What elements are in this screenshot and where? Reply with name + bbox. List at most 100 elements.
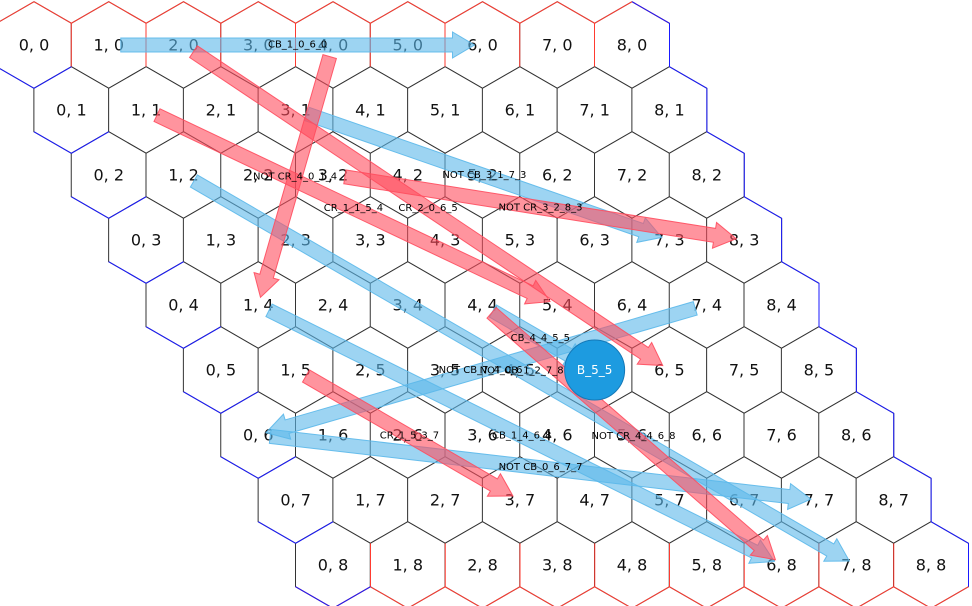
top-edge-red: [557, 1, 595, 24]
right-edge-blue: [669, 66, 708, 89]
hex-label: 2, 4: [318, 296, 349, 315]
arrow-label: CR_1_5_3_7: [380, 431, 439, 442]
hex-label: 6, 4: [617, 296, 648, 315]
bottom-edge-red: [893, 586, 929, 606]
arrow-label: NOT CR_4_4_6_8: [591, 431, 675, 442]
arrow-label: NOT CB_1_2_7_8: [480, 366, 564, 377]
bottom-edge-red: [560, 586, 595, 606]
bottom-edge-red: [410, 586, 446, 606]
right-edge-blue: [818, 326, 857, 349]
hex-label: 7, 0: [542, 36, 573, 55]
bottom-edge-red: [485, 586, 521, 606]
hex-label: 4, 4: [467, 296, 498, 315]
top-edge-red: [0, 1, 35, 22]
hex-label: 4, 6: [542, 426, 573, 445]
hex-label: 8, 7: [878, 491, 909, 510]
arrow-label: CR_2_0_6_5: [398, 203, 457, 214]
arrow-label: CB_1_4_6_8: [492, 430, 551, 441]
arrow-not-cr-3-2-8-3: [343, 169, 738, 249]
top-edge-red: [183, 1, 222, 24]
arrow-label: NOT CR_4_0_1_4: [253, 171, 337, 182]
top-edge-red: [519, 1, 558, 24]
nodes-layer: B_5_5: [564, 339, 626, 401]
right-edge-blue: [781, 261, 820, 284]
hex-label: 7, 5: [729, 361, 760, 380]
top-edge-red: [220, 1, 259, 24]
right-edge-blue: [743, 196, 782, 219]
right-edge-blue: [930, 521, 969, 544]
right-edge-blue: [706, 131, 745, 154]
node-marker[interactable]: [564, 339, 626, 401]
left-edge-blue: [33, 66, 72, 89]
hex-label: 7, 2: [617, 166, 648, 185]
arrow-cr-2-0-6-5: [188, 45, 664, 367]
hex-label: 6, 0: [467, 36, 498, 55]
hex-label: 8, 5: [804, 361, 835, 380]
hex-label: 0, 6: [243, 426, 274, 445]
top-edge-red: [33, 1, 72, 24]
hex-label: 6, 1: [505, 101, 536, 120]
bottom-edge-red: [818, 586, 854, 606]
left-edge-blue: [335, 586, 371, 606]
bottom-edge-red: [933, 586, 969, 606]
hex-label: 1, 3: [206, 231, 237, 250]
left-edge-blue: [145, 261, 184, 284]
hex-label: 1, 5: [280, 361, 311, 380]
arrow-label: CB_4_4_5_5: [511, 333, 570, 344]
hex-label: 7, 6: [766, 426, 797, 445]
left-edge-blue: [108, 261, 147, 284]
hex-label: 5, 3: [505, 231, 536, 250]
left-edge-blue: [33, 131, 72, 154]
hex-label: 8, 0: [617, 36, 648, 55]
arrow-cr-1-5-3-7: [301, 369, 514, 497]
hex-label: 1, 1: [131, 101, 162, 120]
hex-label: 5, 8: [691, 556, 722, 575]
arrow-label: NOT CR_3_2_8_3: [499, 202, 583, 213]
hex-label: 8, 1: [654, 101, 685, 120]
bottom-edge-red: [634, 586, 670, 606]
left-edge-blue: [295, 521, 334, 544]
hex-label: 4, 1: [355, 101, 386, 120]
left-edge-blue: [108, 196, 147, 219]
left-edge-blue: [257, 521, 296, 544]
hex-label: 0, 4: [168, 296, 199, 315]
hex-label: 8, 8: [916, 556, 947, 575]
left-edge-blue: [183, 391, 222, 414]
node-label: B_5_5: [577, 363, 613, 377]
top-edge-red: [295, 1, 334, 24]
hex-label: 7, 4: [691, 296, 722, 315]
left-edge-blue: [258, 456, 296, 479]
top-edge-red: [332, 1, 371, 24]
bottom-edge-red: [594, 586, 630, 606]
bottom-edge-red: [709, 586, 745, 606]
hex-label: 2, 8: [467, 556, 498, 575]
top-edge-red: [444, 1, 483, 24]
left-edge-blue: [183, 326, 222, 349]
arrow-not-cb-1-2-7-8: [189, 174, 851, 562]
top-edge-red: [108, 1, 147, 24]
hex-label: 5, 1: [430, 101, 461, 120]
bottom-edge-red: [444, 586, 480, 606]
arrow-not-cb-0-6-7-7: [268, 428, 812, 511]
hex-label: 3, 6: [467, 426, 498, 445]
bottom-edge-red: [859, 586, 894, 606]
hex-label: 4, 7: [579, 491, 610, 510]
hex-label: 7, 7: [804, 491, 835, 510]
bottom-edge-red: [669, 586, 704, 606]
hex-label: 0, 7: [280, 491, 311, 510]
hex-label: 0, 5: [206, 361, 237, 380]
hex-label: 4, 8: [617, 556, 648, 575]
hex-label: 0, 8: [318, 556, 349, 575]
hex-label: 6, 6: [691, 426, 722, 445]
arrow-label: CB_1_0_6_0: [268, 40, 327, 51]
arrows-layer: [120, 31, 851, 564]
hex-label: 1, 2: [168, 166, 199, 185]
hex-label: 3, 3: [355, 231, 386, 250]
top-edge-red: [145, 1, 184, 24]
arrow-cb-1-0-6-0: [120, 31, 476, 59]
hex-label: 1, 8: [392, 556, 423, 575]
left-edge-blue: [71, 196, 109, 219]
